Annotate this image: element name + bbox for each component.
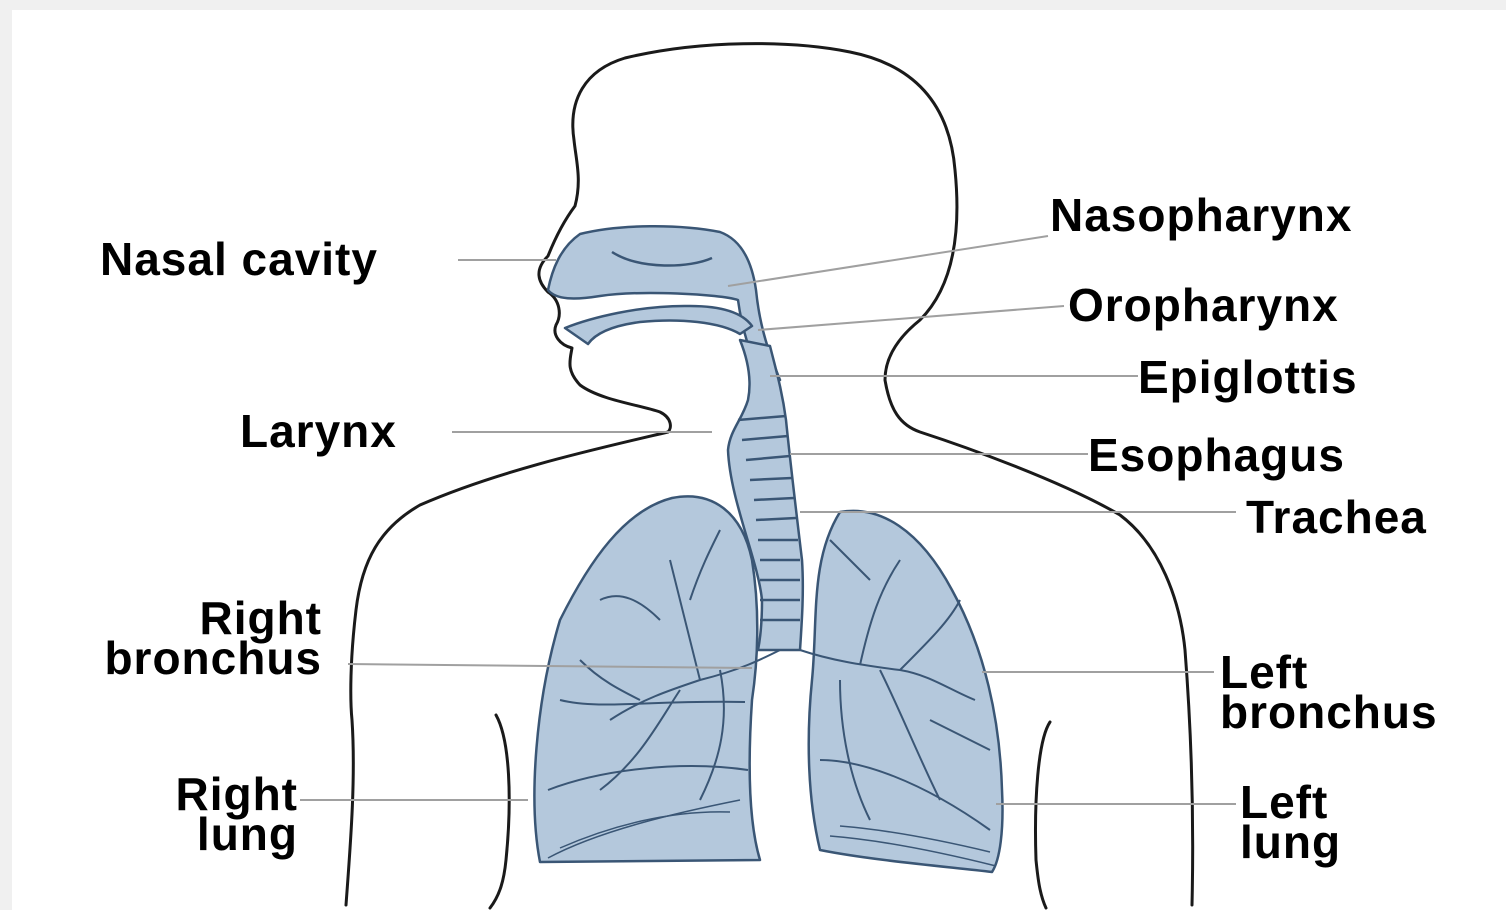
label-larynx: Larynx (240, 408, 397, 454)
right-arm-line (490, 715, 509, 908)
left-arm-line (1036, 722, 1050, 908)
organs (534, 226, 1002, 872)
label-esophagus: Esophagus (1088, 432, 1345, 478)
label-left-bronchus: Left bronchus (1220, 652, 1438, 732)
oral-cavity-shape (565, 306, 752, 344)
right-lung-shape (534, 496, 760, 862)
label-nasal-cavity: Nasal cavity (100, 236, 378, 282)
label-right-bronchus: Right bronchus (40, 598, 322, 678)
label-right-lung: Right lung (134, 774, 298, 854)
label-oropharynx: Oropharynx (1068, 282, 1339, 328)
label-epiglottis: Epiglottis (1138, 354, 1358, 400)
label-nasopharynx: Nasopharynx (1050, 192, 1352, 238)
label-left-lung: Left lung (1240, 782, 1341, 862)
label-trachea: Trachea (1246, 494, 1427, 540)
leader-nasopharynx (728, 236, 1048, 286)
